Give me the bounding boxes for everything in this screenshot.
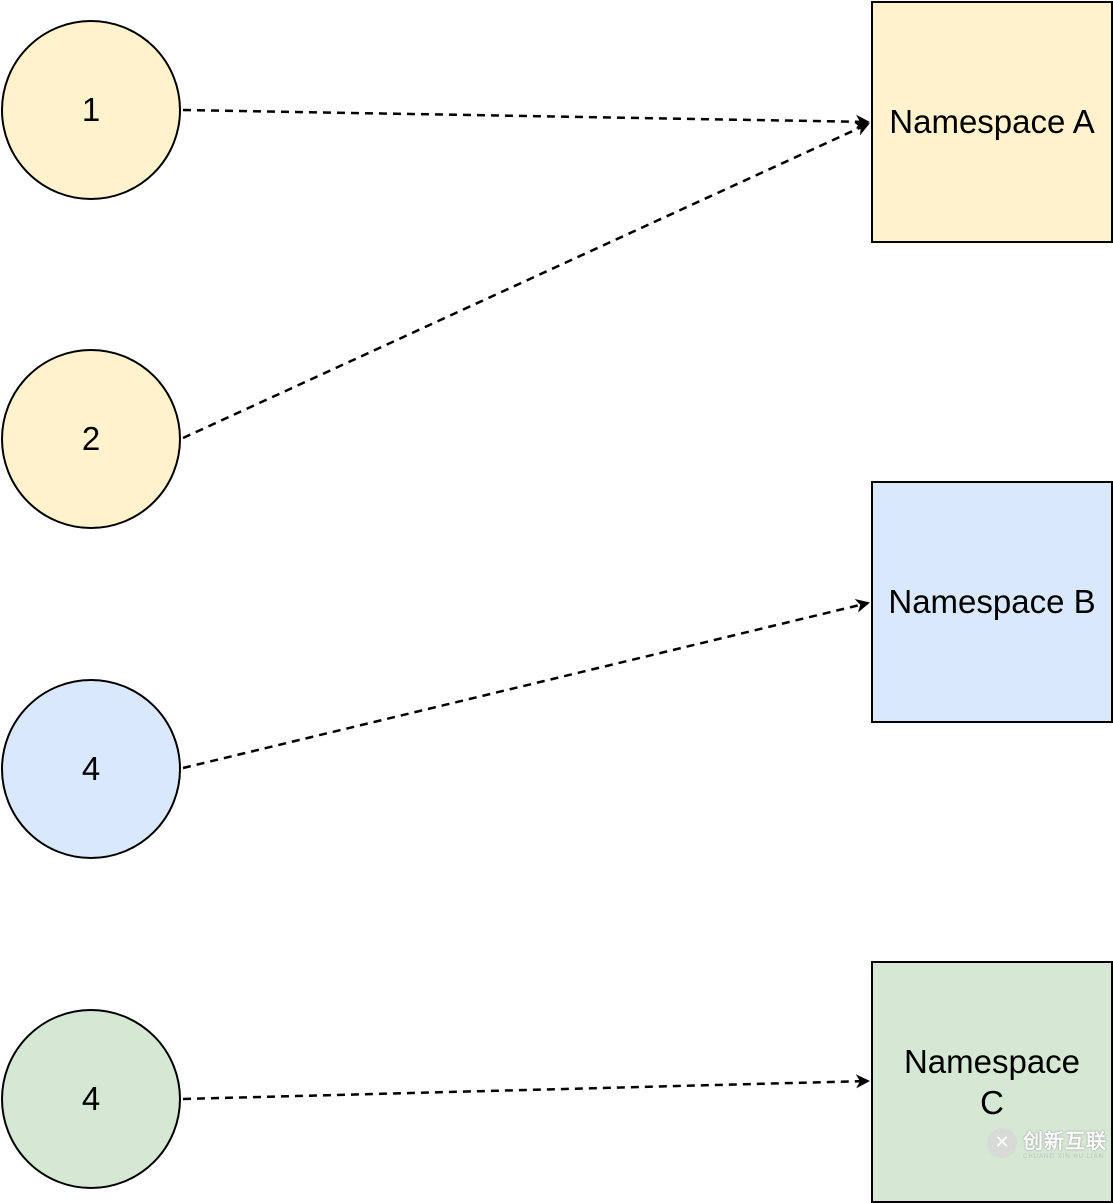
circle-node-3[interactable]: 4 bbox=[1, 679, 181, 859]
circle-node-4[interactable]: 4 bbox=[1, 1009, 181, 1189]
watermark-sub-text: CHUANG XIN HU LIAN bbox=[1023, 1154, 1105, 1160]
edge-2-to-namespace-a bbox=[182, 122, 870, 440]
namespace-a-label: Namespace A bbox=[889, 103, 1095, 141]
edge-3-to-namespace-b bbox=[182, 599, 870, 770]
edges-layer bbox=[182, 108, 870, 1101]
circle-node-2[interactable]: 2 bbox=[1, 349, 181, 529]
namespace-b-box[interactable]: Namespace B bbox=[871, 481, 1113, 723]
watermark: ✕ 创新互联 CHUANG XIN HU LIAN bbox=[987, 1125, 1107, 1160]
namespace-b-label: Namespace B bbox=[888, 583, 1096, 621]
watermark-text: 创新互联 CHUANG XIN HU LIAN bbox=[1023, 1125, 1107, 1160]
namespace-c-box[interactable]: Namespace C bbox=[871, 961, 1113, 1203]
watermark-main-text: 创新互联 bbox=[1023, 1131, 1107, 1153]
edge-1-to-namespace-a bbox=[182, 108, 870, 129]
edge-4-to-namespace-c bbox=[182, 1074, 870, 1101]
namespace-c-label: Namespace C bbox=[903, 1042, 1081, 1121]
circle-node-1[interactable]: 1 bbox=[1, 20, 181, 200]
namespace-a-box[interactable]: Namespace A bbox=[871, 1, 1113, 243]
watermark-logo-icon: ✕ bbox=[987, 1127, 1017, 1158]
